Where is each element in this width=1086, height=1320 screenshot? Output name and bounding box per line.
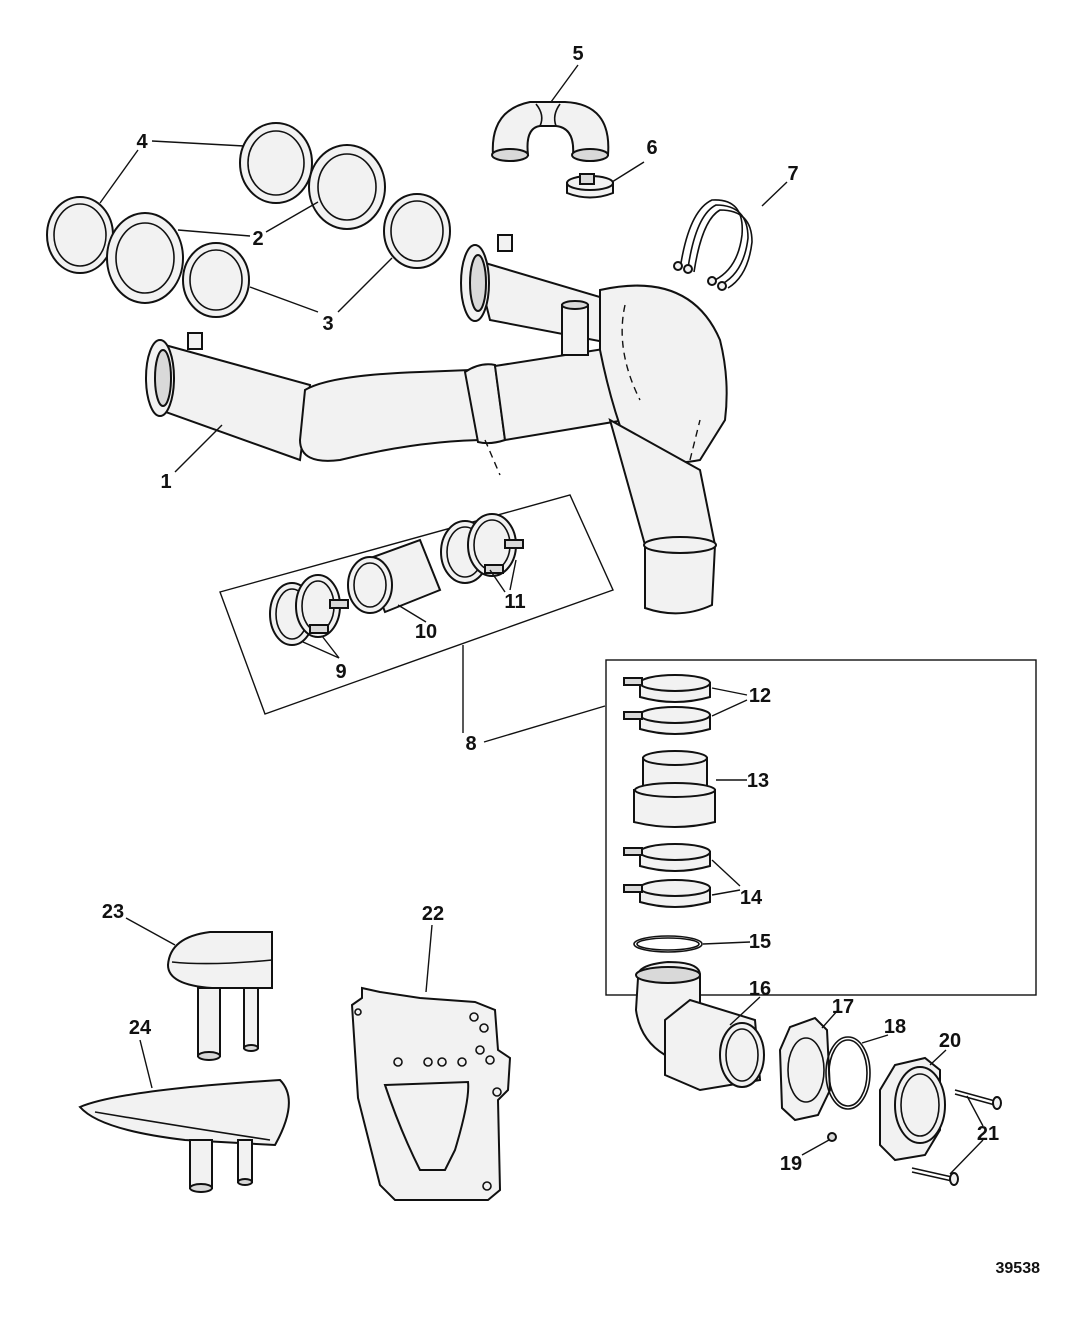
kit-box-12-21 xyxy=(605,659,1037,996)
callout-5: 5 xyxy=(572,43,583,65)
callout-11: 11 xyxy=(504,591,525,613)
elbow-5 xyxy=(491,101,610,162)
callout-6: 6 xyxy=(646,137,657,159)
callout-24: 24 xyxy=(129,1017,152,1039)
callout-15: 15 xyxy=(749,931,771,953)
gasket-3-upper xyxy=(383,193,451,269)
gasket-4-lower xyxy=(46,196,114,274)
clamp-12 xyxy=(623,674,711,735)
o-ring-15 xyxy=(633,935,703,953)
gasket-3-lower xyxy=(182,242,250,318)
callout-13: 13 xyxy=(747,770,769,792)
callout-18: 18 xyxy=(884,1016,906,1038)
callouts: 1 2 3 4 5 6 7 8 9 10 11 12 13 14 15 16 1… xyxy=(102,43,1040,1277)
gasket-17 xyxy=(778,1016,832,1122)
clamp-11 xyxy=(440,513,524,584)
callout-21: 21 xyxy=(977,1123,999,1145)
callout-19: 19 xyxy=(780,1153,802,1175)
gasket-2-upper xyxy=(308,144,386,230)
clamp-7 xyxy=(673,199,753,291)
callout-8: 8 xyxy=(465,733,476,755)
cover-23 xyxy=(166,931,273,1061)
leader-lines xyxy=(99,64,984,1175)
bolt-21 xyxy=(911,1089,1002,1186)
o-ring-18 xyxy=(825,1036,871,1110)
dowel-19 xyxy=(827,1132,837,1142)
clamp-14 xyxy=(623,843,711,908)
callout-12: 12 xyxy=(749,685,771,707)
clamp-6 xyxy=(566,173,614,199)
callout-3: 3 xyxy=(322,313,333,335)
gasket-4-upper xyxy=(239,122,313,204)
clamp-9 xyxy=(269,574,349,646)
callout-23: 23 xyxy=(102,901,124,923)
sleeve-10 xyxy=(347,538,442,614)
figure-number: 39538 xyxy=(996,1260,1041,1277)
callout-20: 20 xyxy=(939,1030,961,1052)
callout-22: 22 xyxy=(422,903,444,925)
callout-16: 16 xyxy=(749,978,771,1000)
gasket-2-lower xyxy=(106,212,184,304)
exhaust-pipe-1 xyxy=(145,234,728,615)
bracket-22 xyxy=(350,986,512,1201)
flange-20 xyxy=(879,1056,946,1162)
callout-2: 2 xyxy=(252,228,263,250)
fairing-24 xyxy=(78,1078,290,1193)
sleeve-13 xyxy=(633,750,716,828)
callout-10: 10 xyxy=(415,621,437,643)
elbow-16 xyxy=(634,960,765,1092)
callout-14: 14 xyxy=(740,887,763,909)
callout-1: 1 xyxy=(160,471,171,493)
callout-9: 9 xyxy=(335,661,346,683)
callout-4: 4 xyxy=(136,131,148,153)
callout-17: 17 xyxy=(832,996,854,1018)
callout-7: 7 xyxy=(787,163,798,185)
